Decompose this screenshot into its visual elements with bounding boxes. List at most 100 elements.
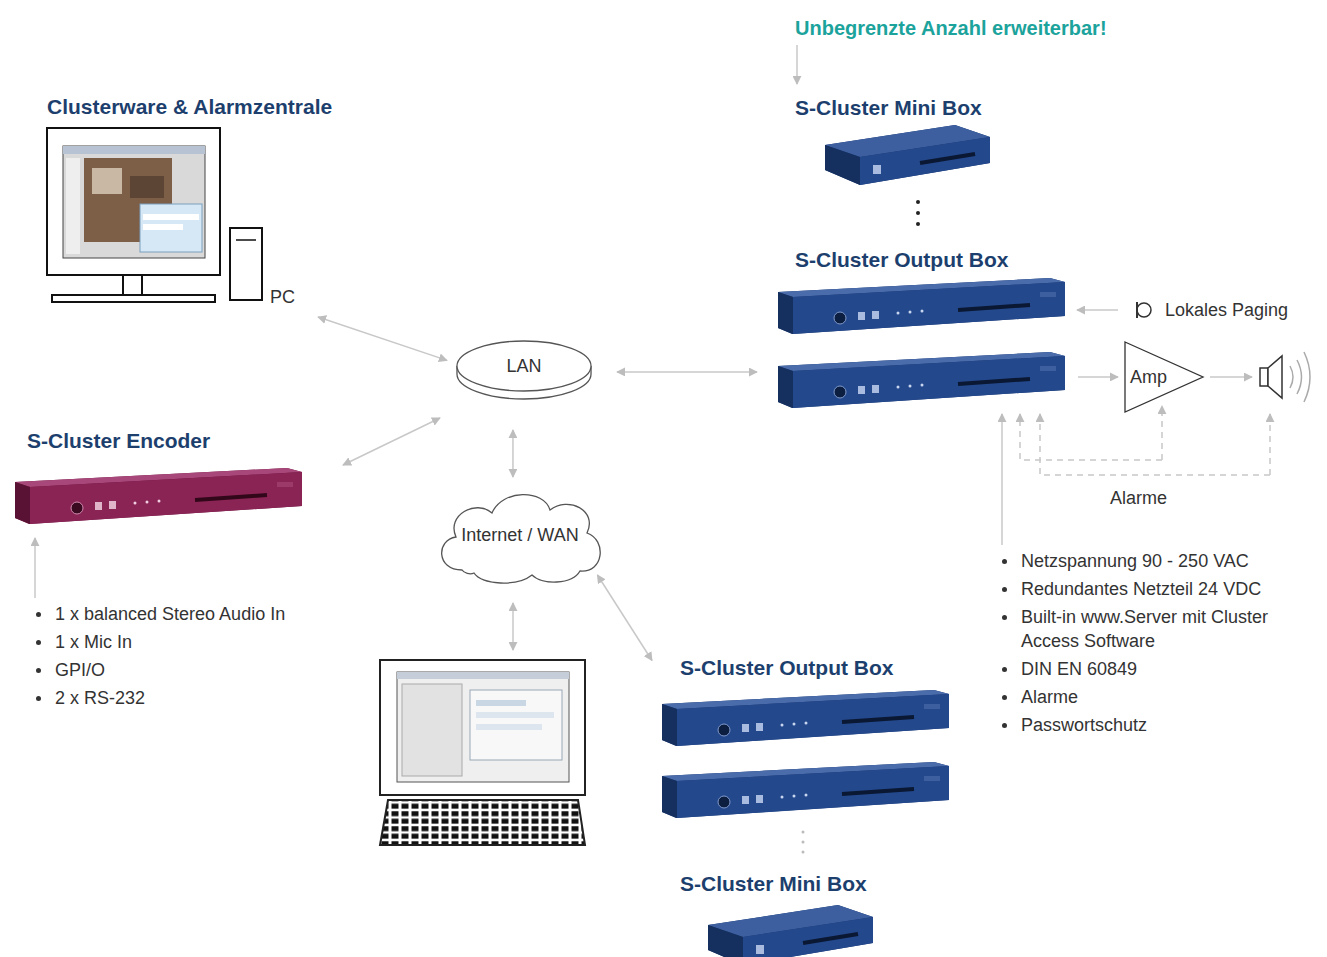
node-heading: Clusterware & Alarmzentrale bbox=[47, 94, 332, 120]
speaker-symbol bbox=[1290, 366, 1293, 388]
cloud-shape bbox=[442, 495, 601, 583]
signal-label: Lokales Paging bbox=[1165, 298, 1288, 322]
bullet-dot bbox=[36, 612, 41, 617]
laptop bbox=[476, 700, 526, 706]
feature-item: 2 x RS-232 bbox=[55, 686, 145, 710]
microphone-symbol bbox=[1137, 302, 1151, 318]
dots bbox=[916, 222, 920, 226]
output-box-group: S-Cluster Output Box bbox=[775, 244, 1068, 412]
laptop bbox=[380, 800, 585, 845]
feature-item: Alarme bbox=[1021, 685, 1078, 709]
bullet-dot bbox=[1002, 587, 1007, 592]
callout-note: Unbegrenzte Anzahl erweiterbar! bbox=[795, 15, 1107, 41]
laptop bbox=[397, 672, 569, 679]
node-heading: S-Cluster Encoder bbox=[27, 428, 210, 454]
wan-cloud: Internet / WAN bbox=[432, 485, 608, 585]
feature-item: Redundantes Netzteil 24 VDC bbox=[1021, 577, 1261, 601]
laptop bbox=[470, 690, 562, 760]
bullet-dot bbox=[1002, 695, 1007, 700]
encoder-device bbox=[15, 468, 302, 524]
leader-lines bbox=[796, 45, 798, 84]
mini-box-device bbox=[708, 905, 873, 957]
laptop bbox=[476, 724, 542, 730]
lan-disk bbox=[457, 341, 591, 391]
feature-item: DIN EN 60849 bbox=[1021, 657, 1137, 681]
speaker-symbol bbox=[1268, 356, 1282, 398]
connector-arrow bbox=[512, 430, 514, 477]
connector-arrow bbox=[597, 575, 652, 661]
leader-lines bbox=[512, 603, 514, 650]
pc-workstation bbox=[47, 128, 220, 275]
leader-lines bbox=[1077, 309, 1118, 311]
alarm-lines bbox=[1040, 414, 1270, 475]
pc-workstation bbox=[143, 214, 199, 220]
microphone-symbol bbox=[1136, 302, 1138, 318]
encoder-group: S-Cluster Encoder bbox=[12, 425, 305, 525]
output-box-device bbox=[778, 278, 1065, 334]
laptop bbox=[397, 672, 569, 782]
output-box-device bbox=[662, 762, 949, 818]
mini-box-device bbox=[825, 125, 990, 185]
bullet-dot bbox=[36, 696, 41, 701]
speaker-symbol bbox=[1304, 352, 1310, 402]
feature-item: Passwortschutz bbox=[1021, 713, 1147, 737]
laptop bbox=[380, 660, 585, 795]
node-heading: S-Cluster Mini Box bbox=[795, 95, 982, 121]
dots bbox=[802, 200, 921, 854]
connector-arrow bbox=[1078, 376, 1118, 378]
pc-workstation bbox=[123, 275, 142, 295]
pc-workstation bbox=[230, 228, 262, 300]
alarm-lines bbox=[1269, 414, 1271, 475]
node-label: Internet / WAN bbox=[461, 523, 578, 547]
connector-arrow bbox=[318, 317, 447, 360]
node-label: LAN bbox=[506, 354, 541, 378]
speaker-symbol bbox=[1260, 368, 1268, 386]
feature-item: Netzspannung 90 - 250 VAC bbox=[1021, 549, 1249, 573]
lan-node: LAN bbox=[455, 338, 593, 402]
signal-label: Alarme bbox=[1110, 486, 1167, 510]
alarm-lines bbox=[1020, 406, 1270, 475]
leader-lines bbox=[1210, 376, 1252, 378]
bullet-dot bbox=[1002, 559, 1007, 564]
amplifier: Amp bbox=[1124, 341, 1204, 413]
node-heading: S-Cluster Output Box bbox=[795, 247, 1009, 273]
laptop bbox=[402, 684, 462, 776]
laptop bbox=[476, 712, 554, 718]
alarm-lines bbox=[1161, 406, 1163, 460]
dots bbox=[916, 200, 920, 204]
dots bbox=[802, 841, 805, 844]
mini-box-group: S-Cluster Mini Box bbox=[677, 868, 895, 957]
pc-workstation bbox=[63, 146, 205, 258]
connector-arrow bbox=[343, 418, 440, 465]
bullet-dot bbox=[1002, 723, 1007, 728]
speaker-symbol bbox=[1297, 360, 1302, 394]
pc-workstation bbox=[140, 204, 202, 252]
pc-workstation bbox=[66, 158, 80, 254]
dots bbox=[802, 851, 805, 854]
leader-lines bbox=[35, 45, 1252, 650]
amplifier-triangle bbox=[1125, 342, 1203, 412]
mini-box-group: S-Cluster Mini Box bbox=[792, 92, 1012, 190]
workstation-group: Clusterware & AlarmzentralePC bbox=[40, 92, 385, 311]
node-label: PC bbox=[270, 285, 295, 309]
output-box-group: S-Cluster Output Box bbox=[658, 652, 950, 822]
pc-workstation bbox=[236, 239, 256, 241]
connector-arrow bbox=[617, 371, 757, 373]
node-heading: S-Cluster Mini Box bbox=[680, 871, 867, 897]
bullet-dot bbox=[36, 668, 41, 673]
laptop bbox=[380, 660, 585, 845]
bullet-dot bbox=[1002, 615, 1007, 620]
dots bbox=[802, 831, 805, 834]
pc-workstation bbox=[130, 176, 164, 198]
feature-item: 1 x Mic In bbox=[55, 630, 132, 654]
pc-workstation bbox=[52, 295, 215, 302]
dots bbox=[916, 211, 920, 215]
pc-workstation bbox=[47, 128, 262, 302]
pc-workstation bbox=[143, 224, 183, 230]
output-box-device bbox=[662, 690, 949, 746]
alarm-lines bbox=[1020, 414, 1162, 460]
